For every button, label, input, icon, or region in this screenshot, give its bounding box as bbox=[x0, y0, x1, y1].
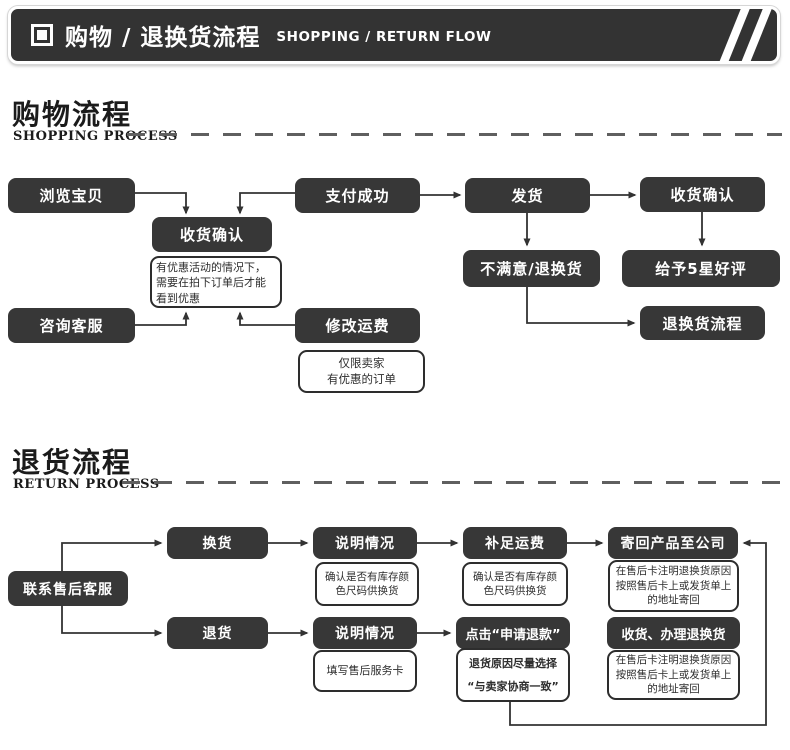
section-title-shopping: 购物流程 bbox=[12, 98, 133, 131]
note-text: 仅限卖家 bbox=[338, 355, 385, 370]
flow-node-explain-top: 说明情况 bbox=[313, 527, 417, 559]
flow-node-unsatisfied: 不满意/退换货 bbox=[463, 250, 600, 287]
flow-node-pay-extra-shipping: 补足运费 bbox=[463, 527, 567, 559]
square-bullet-icon bbox=[31, 24, 53, 46]
header-subtitle: SHOPPING / RETURN FLOW bbox=[276, 28, 492, 45]
flow-node-modify-shipping: 修改运费 bbox=[295, 308, 420, 343]
flow-note-card-address: 在售后卡注明退换货原因按照售后卡上或发货单上的地址寄回 bbox=[608, 560, 739, 612]
flow-node-refund: 退货 bbox=[167, 617, 268, 649]
note-text: 有优惠活动的情况下，需要在拍下订单后才能看到优惠 bbox=[156, 261, 266, 305]
flow-node-explain-bottom: 说明情况 bbox=[313, 617, 417, 649]
flow-note-card-address: 在售后卡注明退换货原因按照售后卡上或发货单上的地址寄回 bbox=[607, 650, 740, 700]
flow-node-ship: 发货 bbox=[465, 178, 590, 213]
square-bullet-icon-fill bbox=[37, 30, 47, 40]
note-text: 在售后卡注明退换货原因按照售后卡上或发货单上的地址寄回 bbox=[615, 654, 732, 696]
flow-note-stock-check: 确认是否有库存颜色尺码供换货 bbox=[315, 562, 419, 606]
flow-node-browse: 浏览宝贝 bbox=[8, 178, 135, 213]
note-text: 确认是否有库存颜色尺码供换货 bbox=[473, 570, 557, 597]
dashed-divider bbox=[122, 481, 782, 484]
flow-note-promo: 有优惠活动的情况下，需要在拍下订单后才能看到优惠 bbox=[150, 256, 282, 308]
flow-node-receive-process: 收货、办理退换货 bbox=[607, 617, 740, 649]
flow-node-confirm-receipt: 收货确认 bbox=[640, 177, 765, 212]
note-text: 有优惠的订单 bbox=[327, 371, 396, 386]
flow-node-consult-service: 咨询客服 bbox=[8, 308, 135, 343]
dashed-divider bbox=[127, 133, 782, 136]
flow-node-return-exchange-flow: 退换货流程 bbox=[640, 306, 765, 340]
note-text: 填写售后服务卡 bbox=[326, 663, 404, 677]
header-banner: 购物 / 退换货流程 SHOPPING / RETURN FLOW bbox=[8, 6, 780, 64]
note-text: 在售后卡注明退换货原因按照售后卡上或发货单上的地址寄回 bbox=[615, 565, 732, 607]
note-text: 退货原因尽量选择 bbox=[469, 656, 557, 670]
flow-node-send-back: 寄回产品至公司 bbox=[608, 527, 738, 559]
flow-note-fill-card: 填写售后服务卡 bbox=[313, 650, 417, 692]
flow-node-confirm-receipt-mid: 收货确认 bbox=[152, 217, 272, 252]
section-title-return: 退货流程 bbox=[12, 446, 133, 479]
flow-node-contact-service: 联系售后客服 bbox=[8, 571, 128, 606]
flow-node-apply-refund: 点击“申请退款” bbox=[456, 617, 570, 649]
header-title: 购物 / 退换货流程 bbox=[65, 25, 261, 51]
flow-note-refund-reason: 退货原因尽量选择 “与卖家协商一致” bbox=[456, 648, 570, 702]
flow-note-seller-only: 仅限卖家 有优惠的订单 bbox=[298, 350, 425, 393]
section-subtitle-return: RETURN PROCESS bbox=[13, 477, 160, 492]
flow-node-pay-success: 支付成功 bbox=[295, 178, 420, 213]
flow-note-stock-check: 确认是否有库存颜色尺码供换货 bbox=[462, 562, 568, 606]
note-text: 确认是否有库存颜色尺码供换货 bbox=[325, 570, 409, 597]
flow-node-five-star: 给予5星好评 bbox=[622, 250, 780, 287]
note-text: “与卖家协商一致” bbox=[467, 680, 559, 693]
section-subtitle-shopping: SHOPPING PROCESS bbox=[13, 129, 178, 144]
flow-node-exchange: 换货 bbox=[167, 527, 268, 559]
